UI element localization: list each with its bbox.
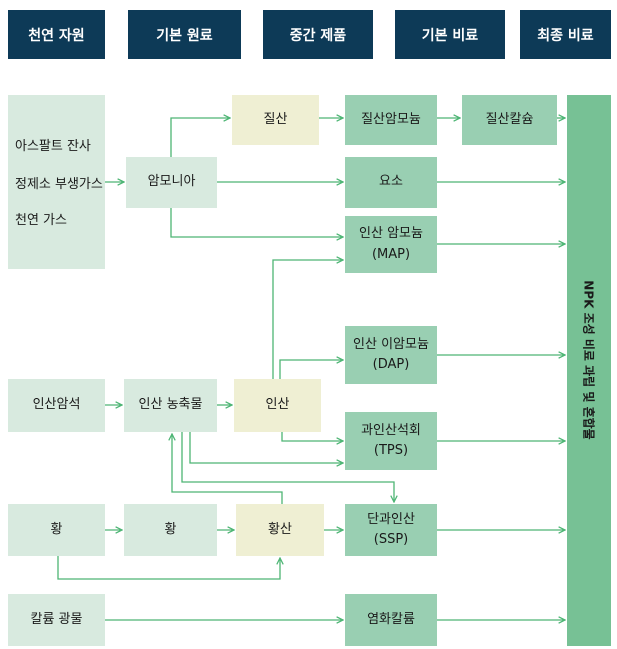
potash-ore-box: 칼륨 광물 <box>8 594 105 646</box>
dap-label-line1: 인산 이암모늄 <box>353 336 429 352</box>
map-label-line1: 인산 암모늄 <box>359 226 423 242</box>
header-natural-resources: 천연 자원 <box>8 10 105 59</box>
phosphate-rock-box: 인산암석 <box>8 379 105 432</box>
arrow-sulfur-source-to-sulfuric-acid <box>57 556 280 580</box>
sulfur-source-label: 황 <box>50 521 63 537</box>
sulfur-source-box: 황 <box>8 504 105 556</box>
arrow-sulfuric-acid-to-concentrate <box>172 434 283 504</box>
source-asphalt-residue: 아스팔트 잔사 <box>15 139 91 154</box>
sulfur-label: 황 <box>164 521 177 537</box>
natural-gas-sources-box: 아스팔트 잔사 정제소 부생가스 천연 가스 <box>8 95 105 269</box>
potash-ore-label: 칼륨 광물 <box>30 611 83 627</box>
source-natural-gas: 천연 가스 <box>15 213 67 228</box>
urea-box: 요소 <box>345 157 437 208</box>
nitric-acid-label: 질산 <box>263 111 288 127</box>
tsp-box: 과인산석회 (TPS) <box>345 412 437 470</box>
phosphoric-acid-box: 인산 <box>234 379 321 432</box>
arrow-concentrate-to-ssp <box>181 432 394 502</box>
sulfuric-acid-box: 황산 <box>236 504 324 556</box>
potassium-chloride-label: 염화칼륨 <box>367 611 415 627</box>
header-basic-fertilizers: 기본 비료 <box>395 10 505 59</box>
calcium-nitrate-label: 질산칼슘 <box>485 111 534 127</box>
urea-label: 요소 <box>379 174 403 190</box>
ammonium-nitrate-box: 질산암모늄 <box>345 95 437 145</box>
arrow-phosphoric-acid-to-dap <box>279 360 343 379</box>
arrow-concentrate-to-tsp <box>189 432 343 463</box>
phosphate-concentrate-box: 인산 농축물 <box>124 379 217 432</box>
phosphate-concentrate-label: 인산 농축물 <box>138 397 203 413</box>
npk-compound-fertilizer-bar <box>567 95 611 646</box>
nitric-acid-box: 질산 <box>232 95 319 145</box>
sulfuric-acid-label: 황산 <box>268 521 292 537</box>
source-refinery-gas: 정제소 부생가스 <box>15 177 103 192</box>
header-final-fertilizers: 최종 비료 <box>520 10 611 59</box>
header-intermediate-products: 중간 제품 <box>263 10 373 59</box>
sulfur-box: 황 <box>124 504 217 556</box>
ammonium-nitrate-label: 질산암모늄 <box>361 111 421 127</box>
arrow-phosphoric-acid-to-map <box>272 260 343 379</box>
map-box: 인산 암모늄 (MAP) <box>345 216 437 273</box>
phosphoric-acid-label: 인산 <box>265 397 290 413</box>
ammonia-label: 암모니아 <box>147 174 196 190</box>
ssp-label-line1: 단과인산 <box>367 511 415 527</box>
calcium-nitrate-box: 질산칼슘 <box>462 95 557 145</box>
arrow-ammonia-to-map <box>170 208 343 237</box>
dap-box: 인산 이암모늄 (DAP) <box>345 326 437 384</box>
header-basic-raw-materials: 기본 원료 <box>128 10 241 59</box>
map-label-line2: (MAP) <box>371 246 411 262</box>
tsp-label-line1: 과인산석회 <box>361 422 421 438</box>
phosphate-rock-label: 인산암석 <box>32 397 81 413</box>
arrow-ammonia-to-nitric-acid <box>170 118 230 157</box>
ssp-box: 단과인산 (SSP) <box>345 504 437 556</box>
arrow-phosphoric-acid-to-tsp <box>281 432 343 441</box>
ssp-label-line2: (SSP) <box>373 532 409 547</box>
ammonia-box: 암모니아 <box>126 157 217 208</box>
tsp-label-line2: (TPS) <box>373 443 409 458</box>
potassium-chloride-box: 염화칼륨 <box>345 594 437 646</box>
dap-label-line2: (DAP) <box>372 357 410 372</box>
